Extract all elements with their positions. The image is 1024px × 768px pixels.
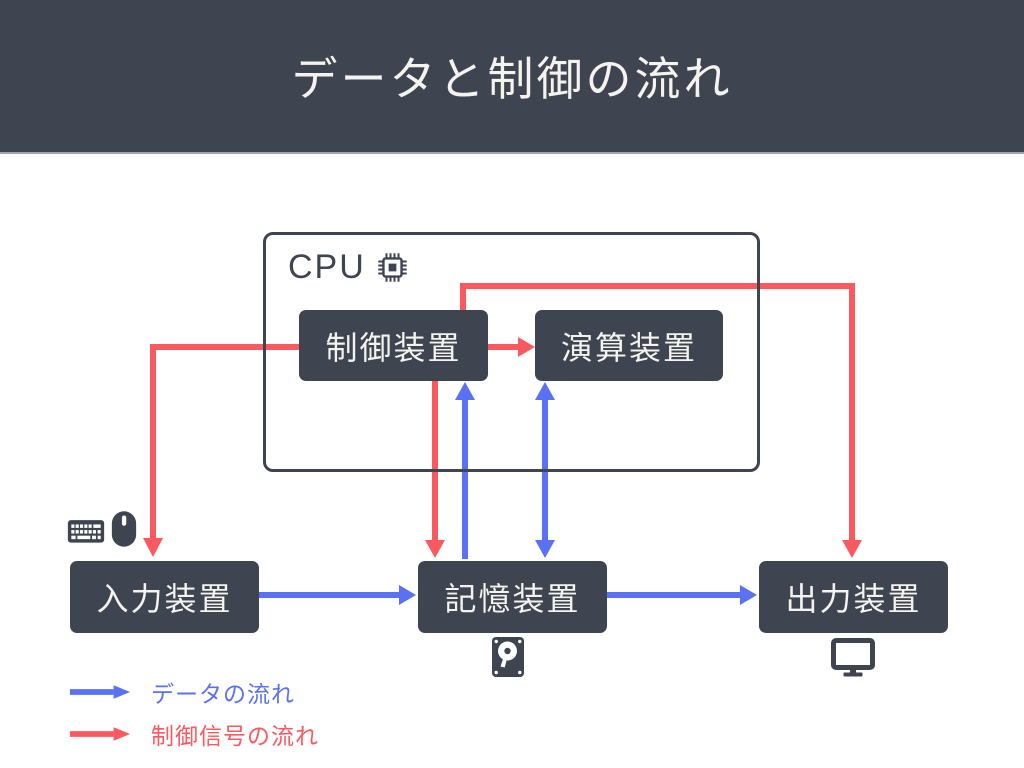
control-flow-arrow-icon [69,727,131,741]
input-device-label: 入力装置 [96,581,233,617]
control-unit-label: 制御装置 [325,329,462,366]
title-bar: データと制御の流れ [0,0,1024,154]
legend-data-flow-row: データの流れ [68,678,295,707]
legend-data-flow-label: データの流れ [151,681,295,707]
cpu-label-group: CPU [288,248,408,287]
microchip-icon [378,253,407,282]
cpu-label: CPU [288,248,366,286]
data-flow-arrow-icon [69,685,131,699]
output-device-label: 出力装置 [785,581,922,617]
control-unit-box: 制御装置 [299,310,488,381]
alu-unit-label: 演算装置 [560,329,697,366]
memory-to-output-arrow [607,585,757,605]
memory-device-label: 記憶装置 [444,581,581,617]
memory-device-box: 記憶装置 [418,561,607,633]
keyboard-icon [67,520,105,543]
input-device-box: 入力装置 [70,561,259,633]
alu-unit-box: 演算装置 [535,310,723,381]
mouse-icon [111,511,137,547]
slide-title: データと制御の流れ [291,53,733,105]
cpu-box [263,232,760,472]
monitor-icon [831,638,875,677]
output-device-box: 出力装置 [759,561,948,633]
input-to-memory-arrow [259,585,416,605]
hdd-icon [492,637,524,677]
legend-control-flow-row: 制御信号の流れ [68,720,319,749]
legend-control-flow-label: 制御信号の流れ [151,723,319,749]
